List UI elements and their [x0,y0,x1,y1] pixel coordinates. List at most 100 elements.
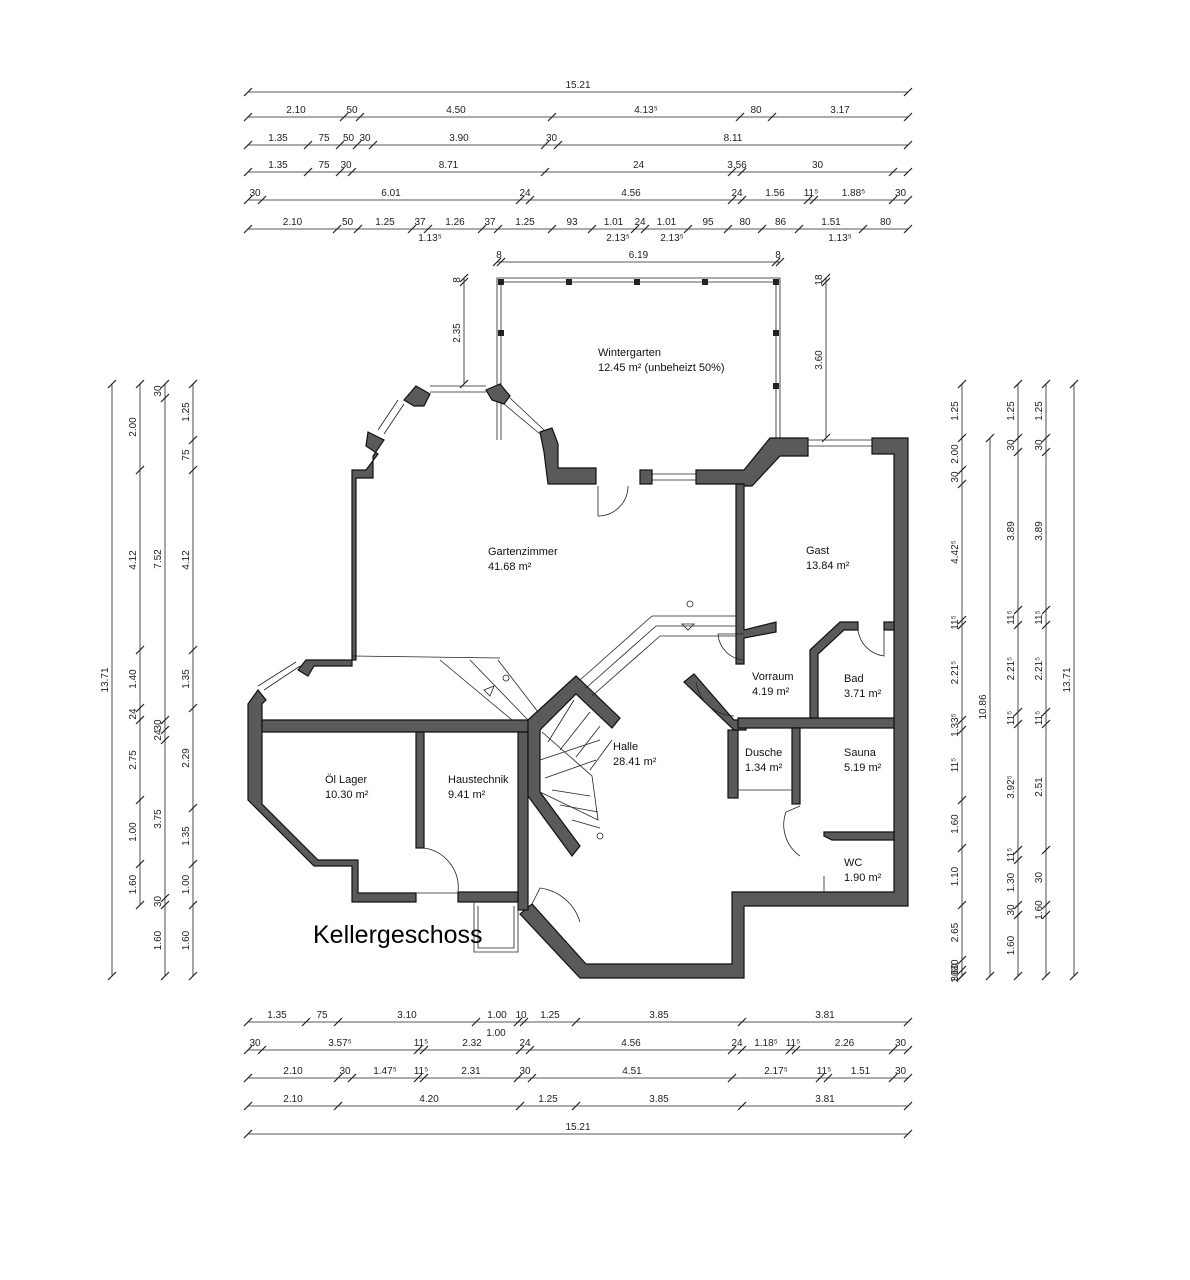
bottom-chain-2-label: 30 [895,1038,907,1049]
top-chain-3-tick [540,140,550,150]
top-chain-6-label: 50 [342,217,354,228]
left-chain-3-label: 30 [153,385,164,397]
right-chain-4-tick [1041,447,1051,457]
left-chain-4-tick [188,465,198,475]
left-chain-2-tick [135,900,145,910]
bottom-chain-2-tick [791,1045,801,1055]
bottom-chain-2-label: 30 [249,1038,261,1049]
top-chain-6-tick [630,224,640,234]
bottom-chain-3-label: 30 [339,1066,351,1077]
top-chain-4-label: 30 [812,160,824,171]
wintergarten-left-label: 2.35 [452,323,463,343]
bottom-chain-3-tick [333,1073,343,1083]
right-chain-4-tick [1041,620,1051,630]
wintergarten-left-tick [459,277,469,287]
right-chain-3-tick [1013,855,1023,865]
wintergarten-right-tick [821,277,831,287]
top-chain-6-tick [493,224,503,234]
right-chain-3-tick [1013,433,1023,443]
top-chain-1-label: 15.21 [565,80,590,91]
right-chain-3-label: 11⁵ [1006,610,1017,625]
left-chain-4-label: 4.12 [181,550,192,570]
wintergarten-width-label: 8 [496,250,502,261]
right-chain-1-label: 1.60 [950,814,961,834]
bottom-chain-3-label: 2.10 [283,1066,303,1077]
top-chain-4-label: 30 [340,160,352,171]
top-chain-5-tick [737,195,747,205]
stairs-and-details [257,385,885,923]
gartenzimmer-name: Gartenzimmer [488,546,558,558]
bottom-chain-3-tick [513,1073,523,1083]
bottom-chain-3-label: 1.51 [851,1066,871,1077]
wintergarten-width-label: 6.19 [629,250,649,261]
right-chain-3-label: 11⁵ [1006,848,1017,863]
right-chain-3-tick [1013,910,1023,920]
right-chain-4-tick [1041,707,1051,717]
oel-lager-name: Öl Lager [325,774,368,786]
right-chain-1-label: 11⁵ [950,758,961,773]
top-chain-6-sub-label: 1.13⁵ [418,233,442,244]
top-chain-3-tick [553,140,563,150]
top-chain-4-tick [888,167,898,177]
right-chain-1-tick [957,795,967,805]
top-chain-5-tick [515,195,525,205]
bottom-chain-3-label: 11⁵ [817,1066,832,1077]
left-chain-1-tick [107,971,117,981]
bottom-chain-4-tick [903,1101,913,1111]
top-chain-6-label: 1.25 [375,217,395,228]
left-chain-2-tick [135,465,145,475]
left-chain-2-tick [135,379,145,389]
bottom-chain-2-tick [419,1045,429,1055]
top-chain-5-tick [727,195,737,205]
bottom-chain-2-tick [903,1045,913,1055]
top-chain-3-label: 30 [546,133,558,144]
wintergarten-right-label: 3.60 [814,350,825,370]
bottom-chain-1-tick [513,1017,523,1027]
bottom-chain-3-tick [903,1073,913,1083]
bottom-chain-1-label: 1.00 [487,1010,507,1021]
bottom-chain-2-label: 2.26 [835,1038,855,1049]
right-chain-4-tick [1041,900,1051,910]
right-chain-2-label: 10.86 [978,694,989,719]
right-chain-4-label: 3.89 [1034,521,1045,541]
bottom-chain-1-label: 10 [515,1010,527,1021]
bottom-chain-2-tick [243,1045,253,1055]
room-labels: Wintergarten 12.45 m² (unbeheizt 50%) Ga… [313,347,882,949]
top-chain-5-tick [525,195,535,205]
bottom-chain-1-label: 3.81 [815,1010,835,1021]
top-chain-6-label: 37 [484,217,496,228]
top-chain-5-label: 24 [519,188,531,199]
bottom-chain-1-label: 3.85 [649,1010,669,1021]
right-chain-4-label: 1.25 [1034,401,1045,421]
left-chain-3-tick [160,379,170,389]
bottom-chain-5-label: 15.21 [565,1122,590,1133]
right-chain-1-tick [957,465,967,475]
top-chain-6-label: 80 [739,217,751,228]
right-chain-2-tick [985,971,995,981]
top-chain-6-label: 86 [775,217,787,228]
right-chain-1-label: 30 [950,471,961,483]
halle-name: Halle [613,741,638,753]
top-chain-6-sub-label: 2.13⁵ [660,233,684,244]
left-chain-4-label: 1.35 [181,669,192,689]
plan-title: Kellergeschoss [313,921,483,949]
bottom-chain-1-sub-label: 1.00 [486,1028,506,1039]
right-chain-3-label: 30 [1006,439,1017,451]
top-chain-4-label: 8.71 [439,160,459,171]
top-chain-2-tick [767,112,777,122]
top-chain-5-tick [903,195,913,205]
right-chain-1-label: 2.00 [950,444,961,464]
gast-name: Gast [806,545,829,557]
top-chain-2-label: 50 [346,105,358,116]
left-chain-3-label: 30 [153,719,164,731]
left-chain-4-label: 1.25 [181,402,192,422]
right-chain-4-tick [1041,433,1051,443]
right-chain-1-label: 1.33⁵ [950,713,961,737]
bottom-chain-4-tick [243,1101,253,1111]
bottom-chain-4-label: 2.10 [283,1094,303,1105]
bottom-chain-1-label: 3.10 [397,1010,417,1021]
left-chain-3-tick [160,393,170,403]
left-chain-3-tick [160,893,170,903]
right-chain-3-tick [1013,900,1023,910]
